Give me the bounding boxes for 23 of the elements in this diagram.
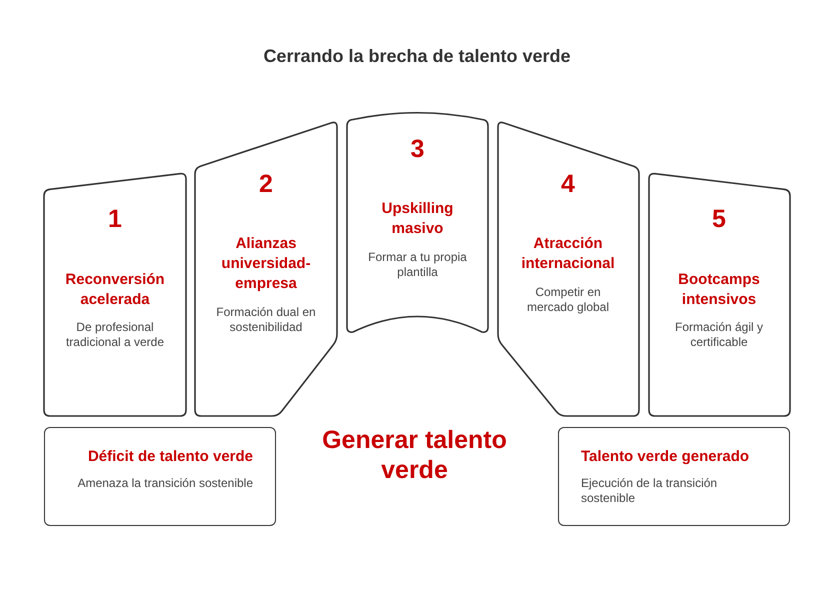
step-number: 2 [258, 170, 274, 198]
step-number: 1 [107, 205, 123, 233]
step-number: 4 [560, 170, 576, 198]
pillar-title: Atracción internacional [520, 234, 616, 274]
info-card [558, 427, 790, 526]
pillar-description: Formación ágil y certificable [674, 320, 764, 350]
card-title: Talento verde generado [581, 447, 749, 467]
pillar-description: Competir en mercado global [526, 284, 610, 314]
pillar-title: Upskilling masivo [380, 199, 454, 239]
card-title: Déficit de talento verde [86, 447, 253, 467]
step-number: 3 [410, 135, 426, 163]
pillar-description: Formar a tu propia plantilla [367, 250, 468, 280]
pillar-title: Bootcamps intensivos [677, 270, 761, 310]
card-description: Amenaza la transición sostenible [76, 476, 253, 491]
step-number: 5 [711, 205, 727, 233]
pillar-description: Formación dual en sostenibilidad [215, 304, 317, 334]
center-heading: Generar talento verde [321, 425, 508, 485]
diagram-title: Cerrando la brecha de talento verde [262, 45, 572, 67]
info-card [44, 427, 276, 526]
pillar-description: De profesional tradicional a verde [64, 320, 166, 350]
pillar-title: Alianzas universidad-empresa [220, 234, 312, 294]
pillar-title: Reconversión acelerada [64, 270, 166, 310]
card-description: Ejecución de la transición sostenible [581, 476, 718, 506]
